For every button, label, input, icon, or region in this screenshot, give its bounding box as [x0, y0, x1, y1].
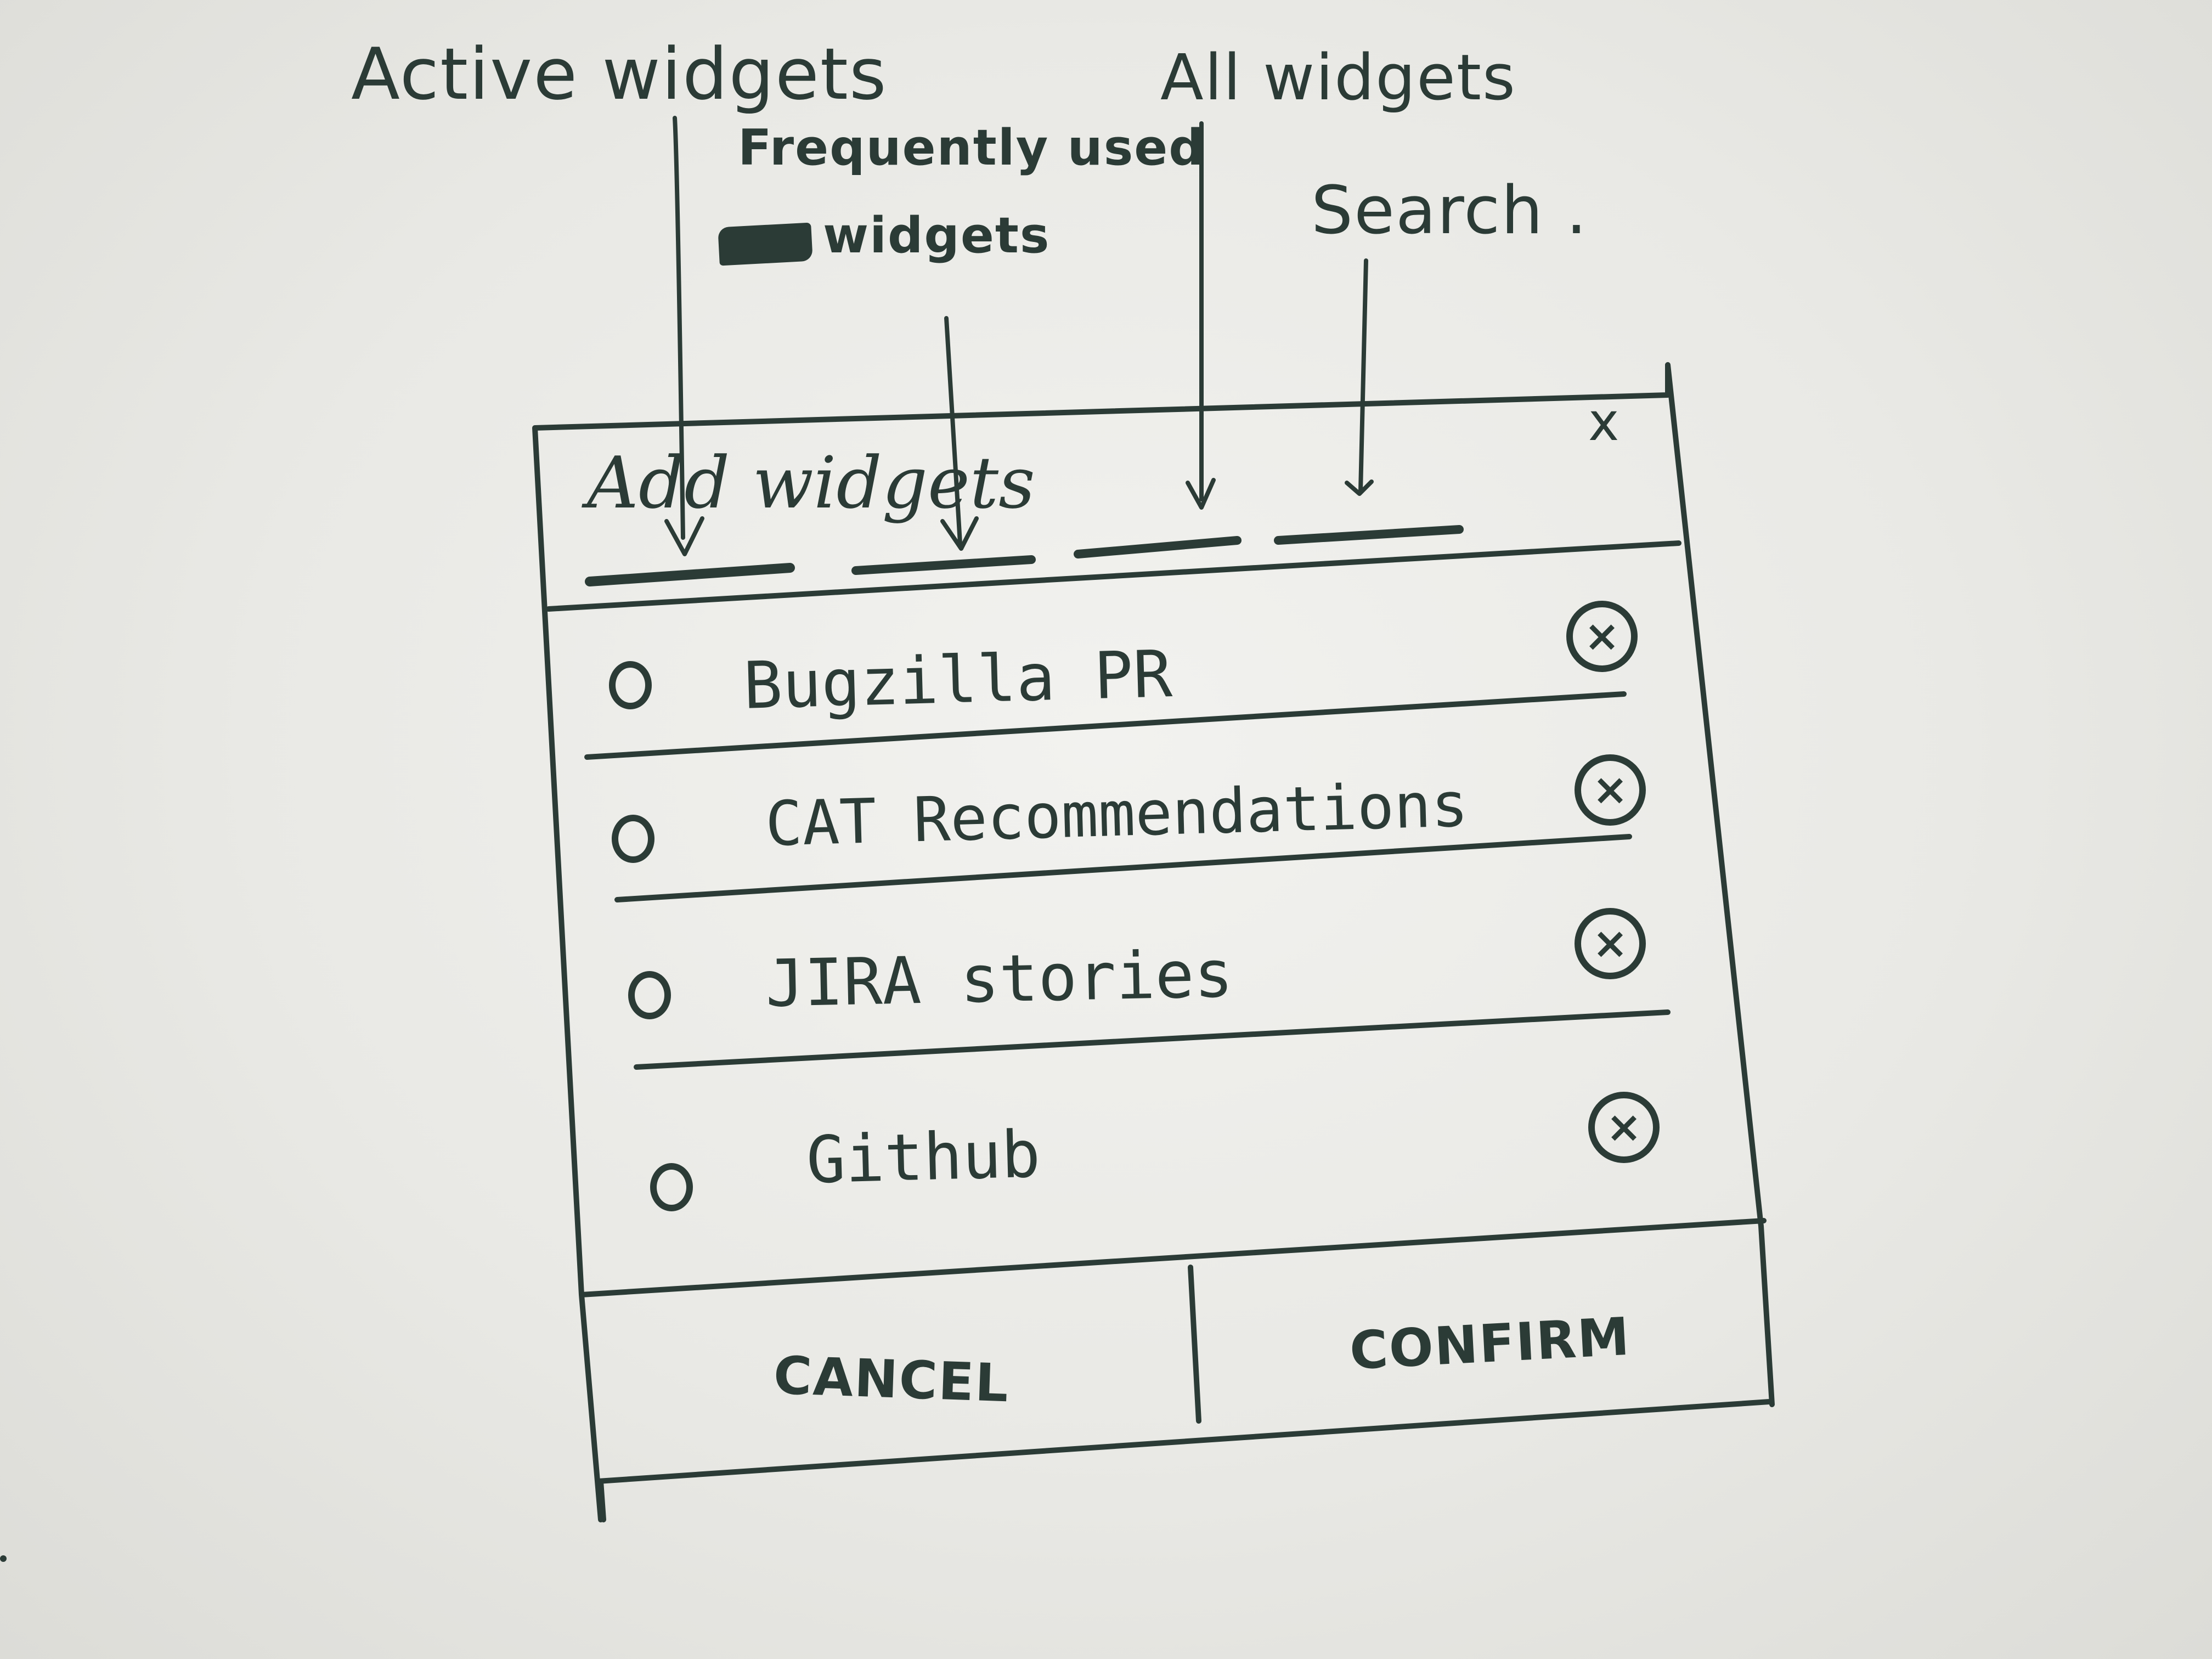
tab-underline-search — [1274, 525, 1464, 545]
circled-x-icon[interactable]: × — [1566, 601, 1638, 672]
row-divider-2 — [614, 834, 1632, 902]
close-icon[interactable]: x — [1588, 392, 1620, 453]
tab-all-widgets[interactable] — [1073, 521, 1243, 571]
tab-frequently-used-widgets[interactable] — [850, 532, 1037, 582]
annotation-all-widgets: All widgets — [1160, 41, 1516, 115]
arrow-all — [1186, 121, 1216, 510]
ink-dot — [0, 1555, 7, 1562]
circled-x-icon[interactable]: × — [1588, 1092, 1660, 1163]
header-divider — [546, 540, 1681, 612]
tab-search[interactable] — [1273, 513, 1465, 562]
cancel-button[interactable]: CANCEL — [772, 1345, 1011, 1414]
tab-underline-all — [1074, 536, 1242, 558]
footer-divider — [1188, 1265, 1201, 1424]
tab-active-widgets[interactable] — [587, 543, 795, 592]
list-item-label: JIRA stories — [764, 936, 1234, 1022]
tab-underline-frequent — [851, 555, 1036, 575]
arrow-active — [664, 116, 704, 556]
dialog-title: Add widgets — [587, 441, 1035, 524]
annotation-active-widgets: Active widgets — [351, 32, 888, 116]
list-item-label: Github — [805, 1116, 1041, 1198]
circled-x-icon[interactable]: × — [1575, 908, 1646, 979]
radio-button-cat[interactable] — [612, 815, 654, 863]
annotation-frequently-used: Frequently used — [738, 119, 1205, 177]
scribbled-out-word — [718, 222, 813, 266]
radio-button-bugzilla[interactable] — [609, 661, 652, 709]
list-item-label: Bugzilla PR — [742, 636, 1173, 724]
row-divider-1 — [584, 691, 1627, 760]
annotation-search: Search . — [1311, 173, 1588, 249]
radio-button-jira[interactable] — [628, 971, 671, 1019]
tab-underline-active — [585, 563, 795, 586]
dialog-frame — [532, 362, 1775, 1522]
arrow-search — [1345, 258, 1374, 496]
radio-button-github[interactable] — [650, 1163, 693, 1211]
arrow-frequent — [940, 316, 979, 551]
circled-x-icon[interactable]: × — [1575, 754, 1646, 826]
row-divider-3 — [634, 1009, 1671, 1070]
annotation-widgets: widgets — [823, 207, 1051, 264]
